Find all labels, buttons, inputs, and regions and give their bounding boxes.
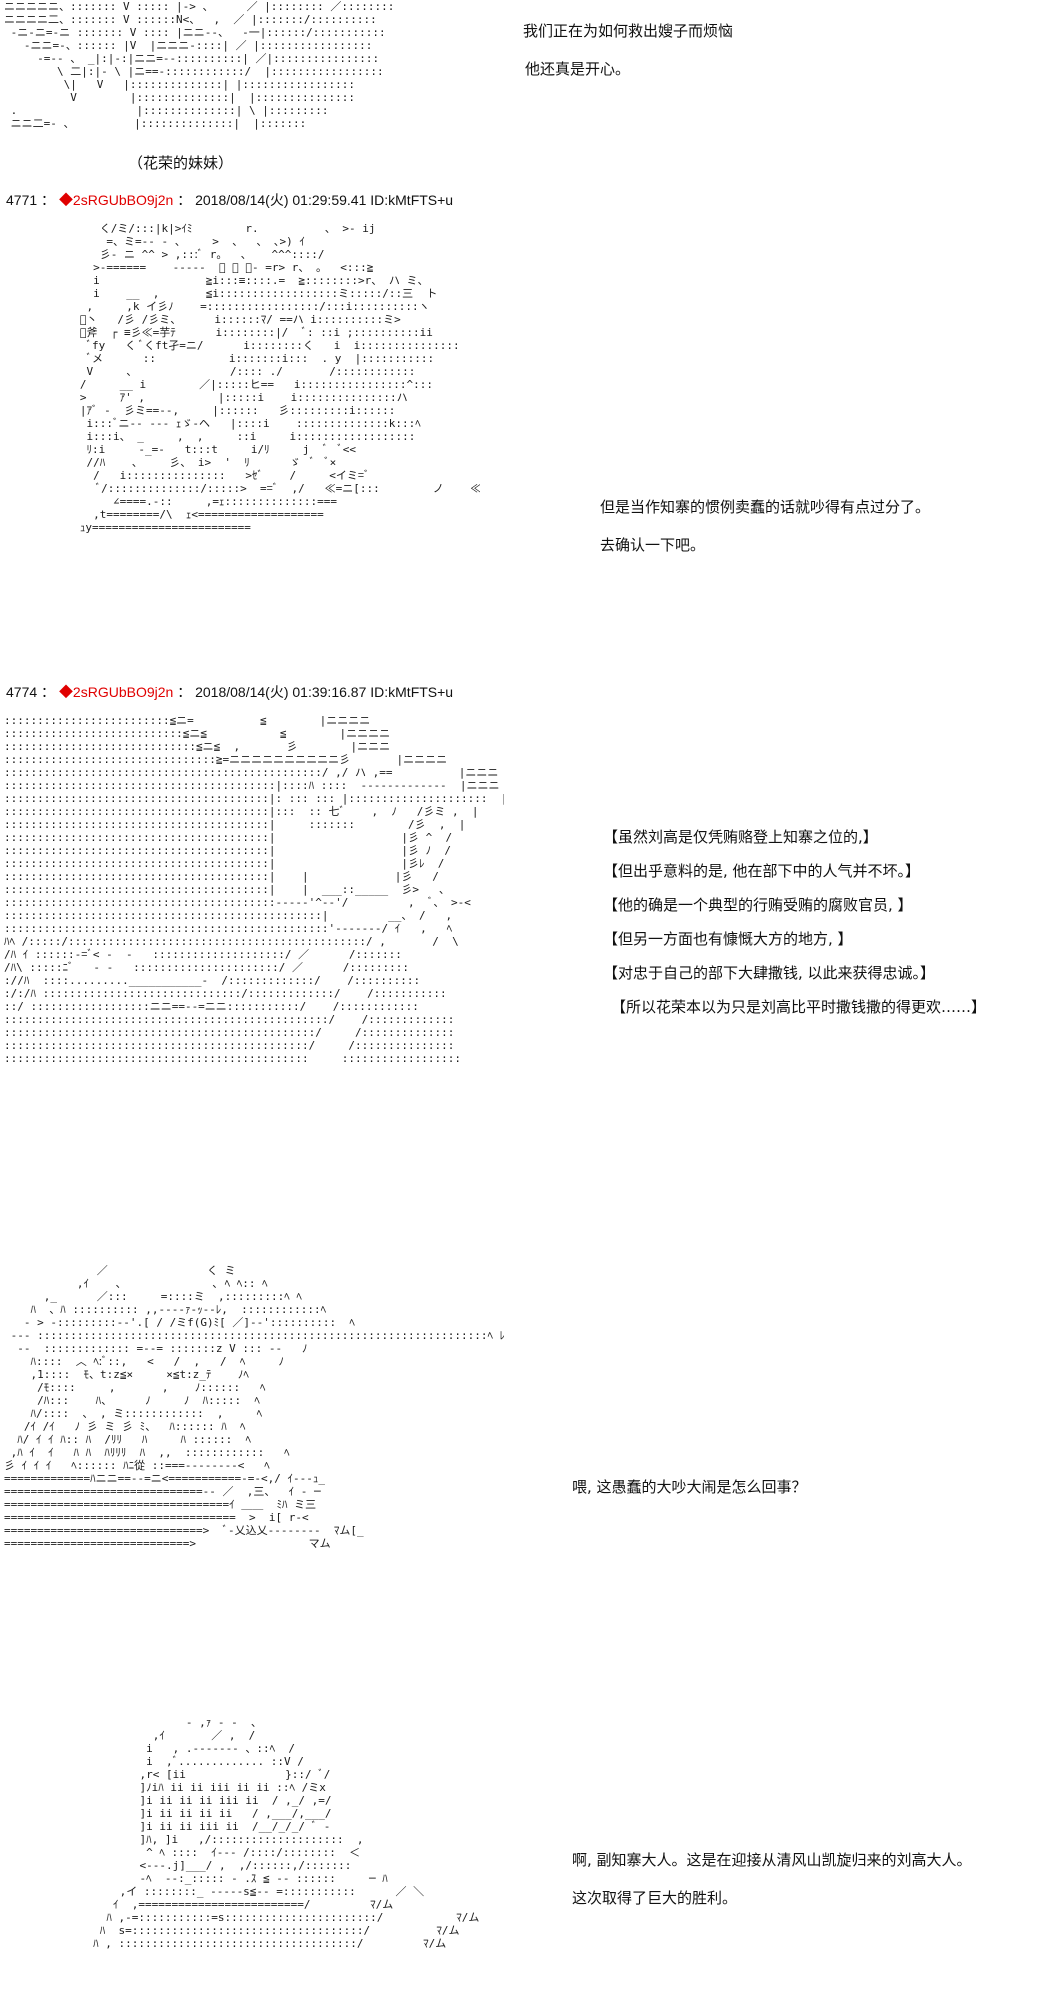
dialog-block-2: 但是当作知寨的惯例卖蠢的话就吵得有点过分了。 去确认一下吧。 (600, 496, 930, 556)
dialog-line: 我们正在为如何救出嫂子而烦恼 (523, 22, 734, 40)
post-datetime: 2018/08/14(火) 01:29:59.41 (195, 192, 367, 208)
post-header-4771: 4771 ： ◆2sRGUbBO9j2n ： 2018/08/14(火) 01:… (6, 190, 453, 210)
dialog-line: 【但出乎意料的是, 他在部下中的人气并不坏。】 (603, 862, 921, 880)
dialog-line: 这次取得了巨大的胜利。 (572, 1889, 738, 1907)
ascii-art-character-4: ‐ ,ｧ ‐ - 、 ,ｲ ／ , / i , .------- 、::ﾍ / … (93, 1716, 480, 1950)
post-id: ID:kMtFTS+u (370, 192, 454, 208)
dialog-block-1: 我们正在为如何救出嫂子而烦恼 他还真是开心。 (523, 20, 733, 80)
art-caption: （花荣的妹妹） (128, 154, 234, 172)
dialog-line: 【但另一方面也有慷慨大方的地方, 】 (603, 930, 853, 948)
dialog-block-5: 啊, 副知寨大人。这是在迎接从清风山凯旋归来的刘高大人。 这次取得了巨大的胜利。 (572, 1849, 972, 1909)
ascii-art-character-1: く/ミ/:::|k|>ｲﾐ r. 、 >- ij =、ミ=-‐ ‐ 、 > 、 … (73, 222, 480, 534)
dialog-line: 【对忠于自己的部下大肆撒钱, 以此来获得忠诚。】 (603, 964, 936, 982)
dialog-line: 他还真是开心。 (525, 60, 631, 78)
dialog-block-3: 【虽然刘高是仅凭贿赂登上知寨之位的,】 【但出乎意料的是, 他在部下中的人气并不… (603, 826, 986, 1018)
post-colon: ： (41, 192, 56, 208)
ascii-art-character-2: :::::::::::::::::::::::::≦ニ= ≦ |ニニニニ :::… (4, 714, 504, 1065)
dialog-line: 但是当作知寨的惯例卖蠢的话就吵得有点过分了。 (600, 498, 931, 516)
post-number: 4774 (6, 684, 38, 700)
post-separator: ： (177, 684, 192, 700)
post-separator: ： (177, 192, 192, 208)
dialog-block-4: 喂, 这愚蠢的大吵大闹是怎么回事？ (572, 1476, 807, 1498)
dialog-line: 喂, 这愚蠢的大吵大闹是怎么回事？ (572, 1478, 807, 1496)
ascii-art-top: ニニニニニ、::::::: V ::::: |-> 、 ／ |:::::::: … (4, 0, 394, 130)
dialog-line: 去确认一下吧。 (600, 536, 706, 554)
post-number: 4771 (6, 192, 38, 208)
dialog-line: 【所以花荣本以为只是刘高比平时撒钱撒的得更欢……】 (611, 998, 987, 1016)
post-header-4774: 4774 ： ◆2sRGUbBO9j2n ： 2018/08/14(火) 01:… (6, 682, 453, 702)
post-datetime: 2018/08/14(火) 01:39:16.87 (195, 684, 367, 700)
dialog-line: 【虽然刘高是仅凭贿赂登上知寨之位的,】 (603, 828, 878, 846)
post-id: ID:kMtFTS+u (370, 684, 454, 700)
author-trip: ◆2sRGUbBO9j2n (58, 192, 174, 208)
dialog-line: 啊, 副知寨大人。这是在迎接从清风山凯旋归来的刘高大人。 (572, 1851, 972, 1869)
post-colon: ： (41, 684, 56, 700)
ascii-art-character-3: ／ く ミ ,ｲ 、 ､ ﾍ ﾍ:: ﾍ ,_ ／::: =::::ミ ,:::… (4, 1264, 504, 1550)
dialog-line: 【他的确是一个典型的行贿受贿的腐败官员, 】 (603, 896, 913, 914)
author-trip: ◆2sRGUbBO9j2n (58, 684, 174, 700)
